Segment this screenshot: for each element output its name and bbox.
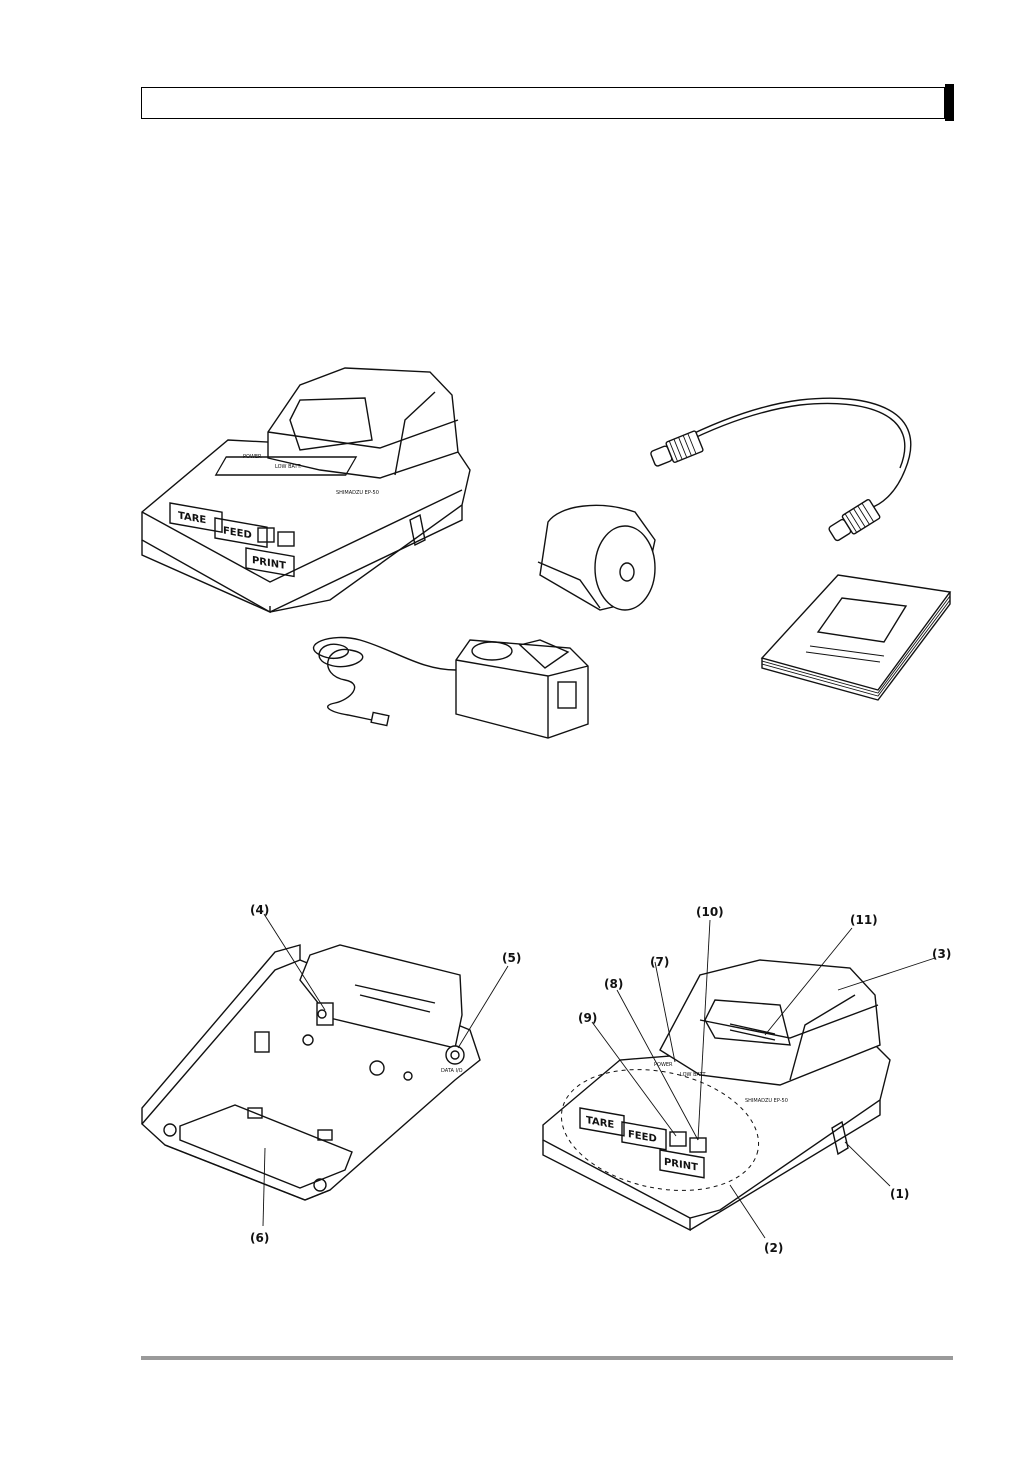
callout-9: (9) [578,1011,597,1025]
connection-cable-illustration [649,398,911,544]
ac-adapter-illustration [314,638,588,738]
svg-text:LOW BATT.: LOW BATT. [275,464,302,470]
svg-text:POWER: POWER [243,454,262,460]
printer-underside-illustration: DATA I/O [142,945,480,1200]
callout-8: (8) [604,977,623,991]
instruction-manual-illustration [762,575,950,700]
paper-roll-illustration [538,505,655,610]
callout-5: (5) [502,951,521,965]
data-io-port-label: DATA I/O [441,1068,463,1074]
callout-1: (1) [890,1187,909,1201]
svg-text:LOW BATT.: LOW BATT. [680,1072,707,1078]
callout-10: (10) [696,905,724,919]
svg-text:SHIMADZU EP-50: SHIMADZU EP-50 [336,490,379,496]
svg-text:SHIMADZU EP-50: SHIMADZU EP-50 [745,1098,788,1104]
footer-rule [141,1356,953,1360]
callout-2: (2) [764,1241,783,1255]
printer-front-illustration: POWER LOW BATT. SHIMADZU EP-50 TARE FEED… [543,960,890,1230]
callout-7: (7) [650,955,669,969]
callout-3: (3) [932,947,951,961]
callout-6: (6) [250,1231,269,1245]
callout-4: (4) [250,903,269,917]
callout-11: (11) [850,913,878,927]
printer-top-illustration: POWER LOW BATT. SHIMADZU EP-50 TARE FEED… [142,368,470,612]
